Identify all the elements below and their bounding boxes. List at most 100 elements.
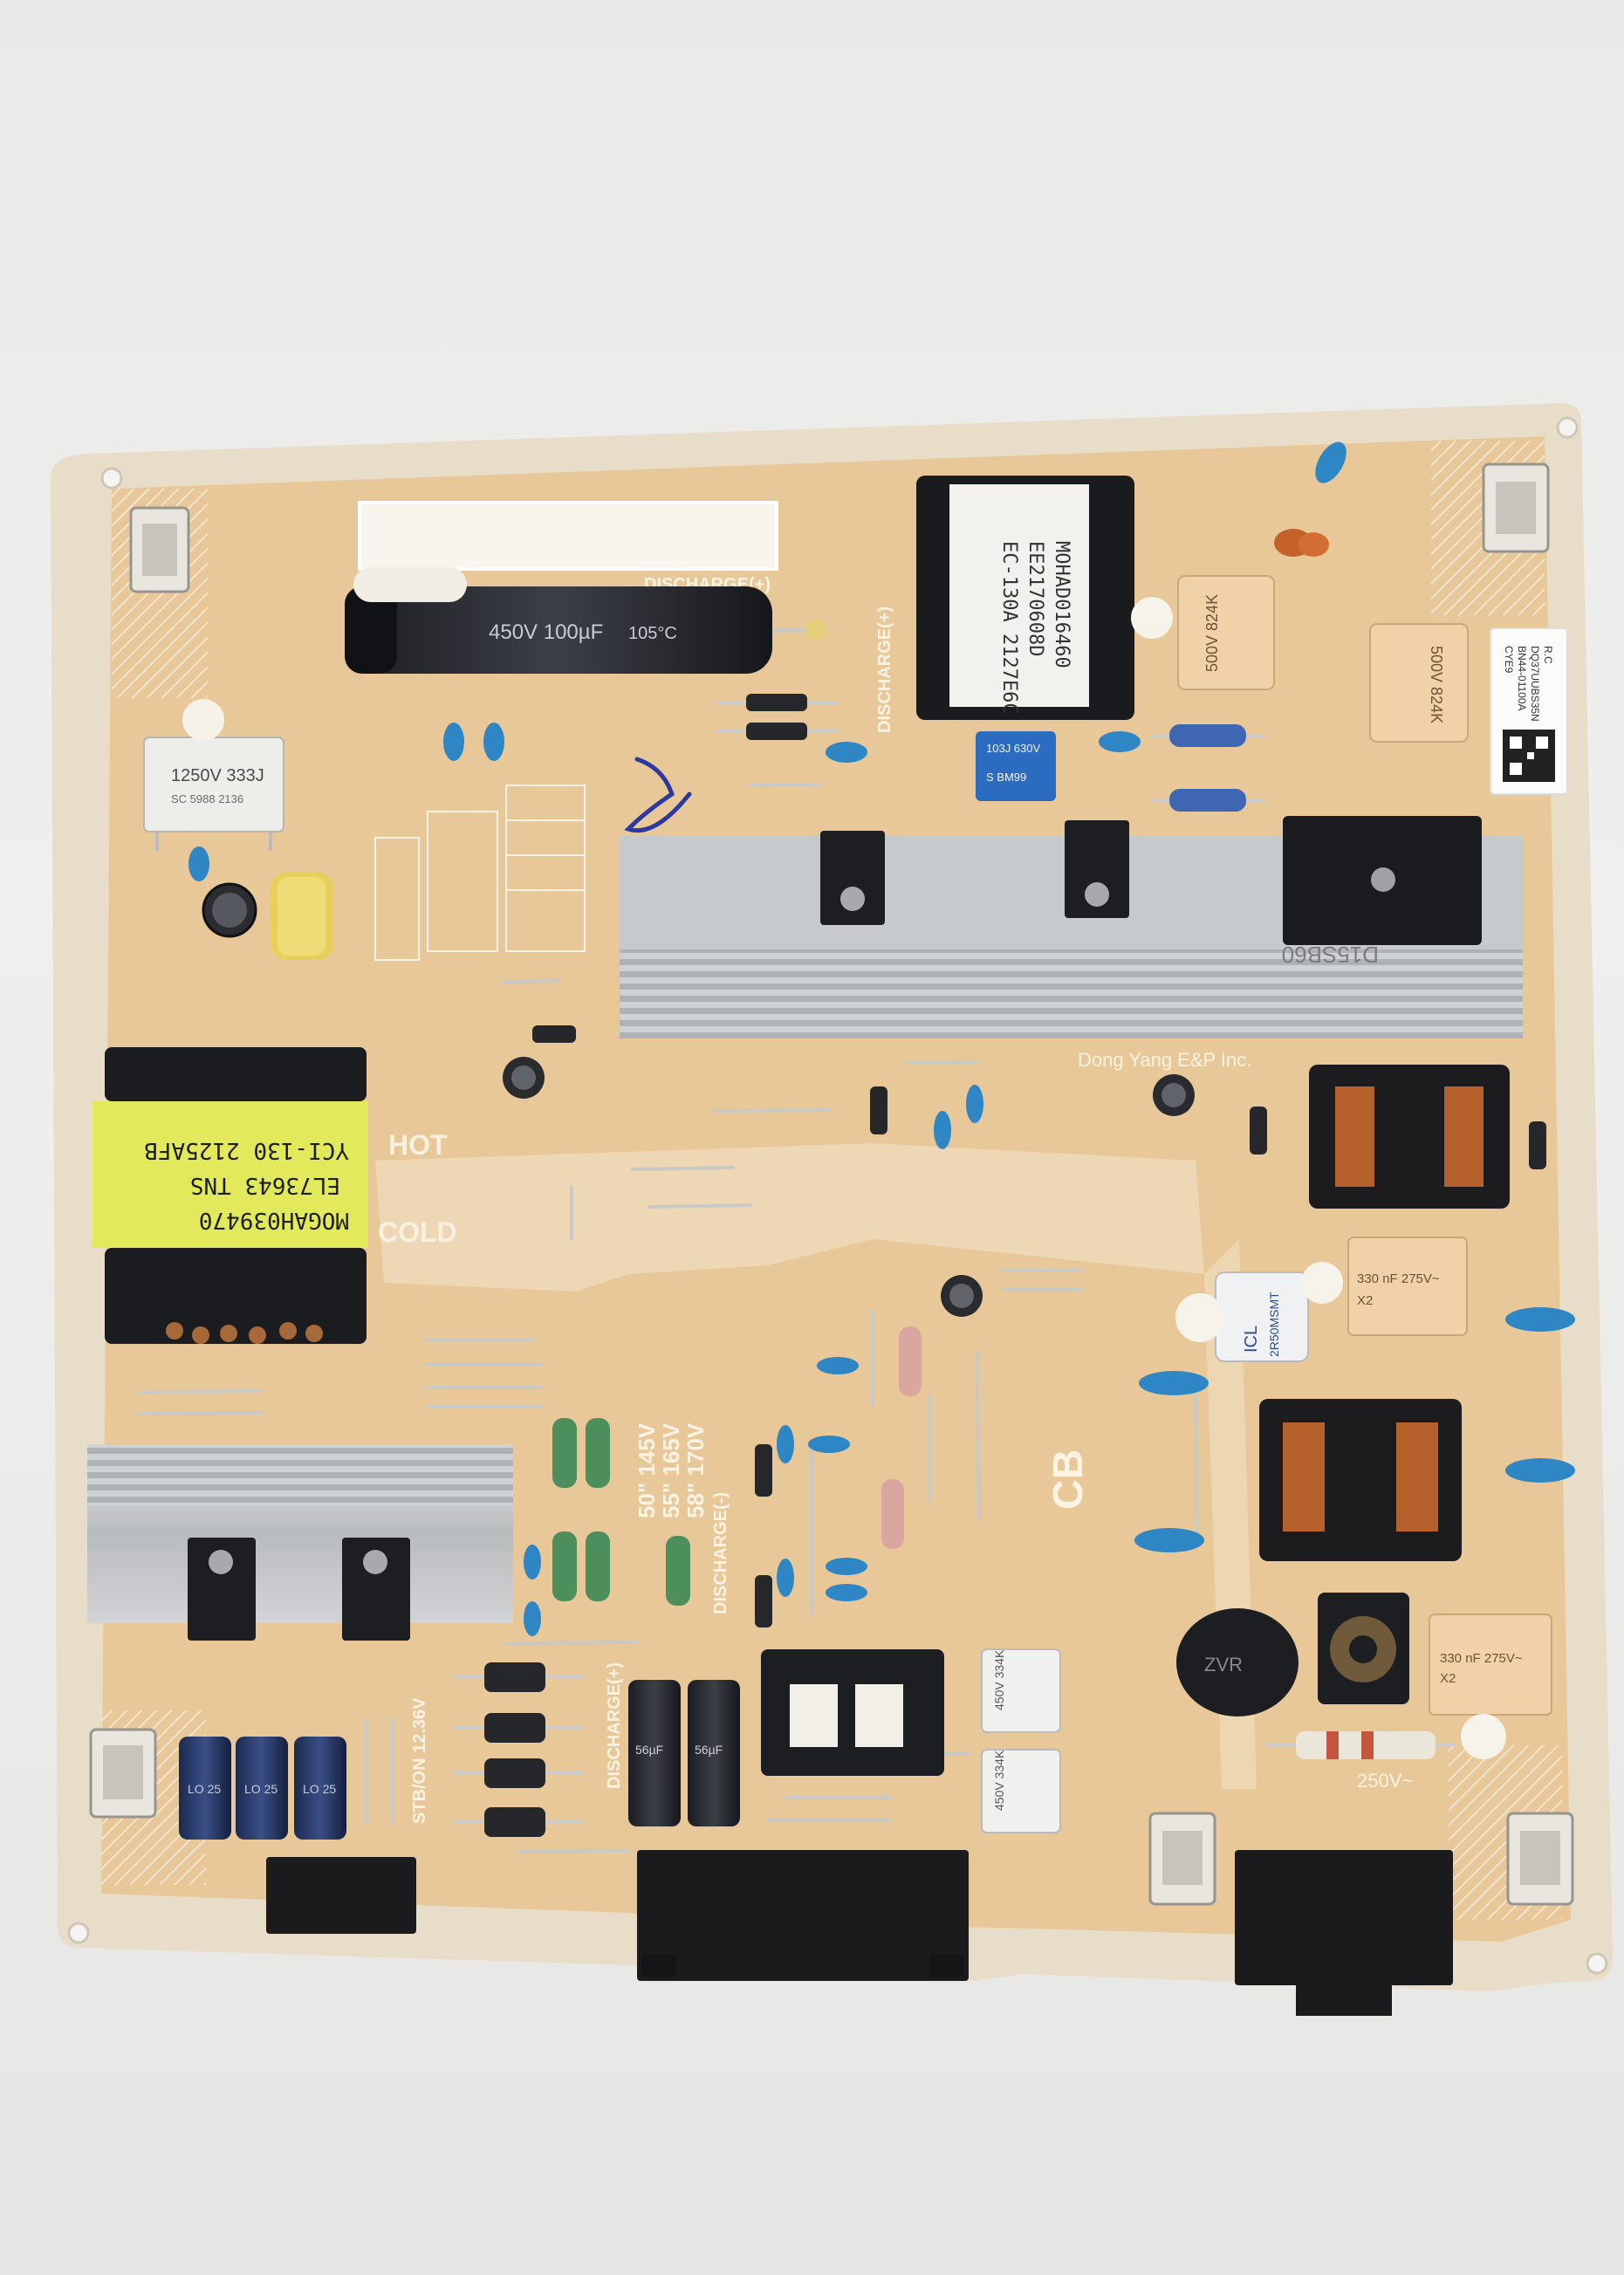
ground-clip-tr: [1482, 463, 1550, 553]
glue-blobs: [1131, 597, 1506, 1759]
transformer-top-line2: EE2170608D: [1024, 541, 1046, 656]
toroid-inductor: [1318, 1593, 1409, 1704]
blue-cap-code: S BM99: [986, 771, 1026, 784]
mosfet-2: [1065, 820, 1129, 918]
film-cap-left-code: SC 5988 2136: [171, 792, 243, 805]
blue-cap-rating: 103J 630V: [986, 742, 1040, 755]
silk-discharge-vertical: DISCHARGE(+): [875, 606, 894, 733]
zvr-varistor: ZVR: [1176, 1608, 1299, 1717]
ground-clip-br: [1506, 1812, 1574, 1906]
blue-film-capacitor: 103J 630V S BM99: [976, 731, 1056, 801]
connector-main: [637, 1850, 969, 1981]
electrolytic-yellow: [271, 873, 333, 960]
electrolytic-small-left: [202, 882, 257, 938]
output-cap-4: 56µF: [628, 1680, 681, 1826]
mosfet-1: [820, 831, 885, 925]
bulk-cap-temp: 105°C: [628, 624, 677, 643]
transformer-main-line3: YCI-130 2125AFB: [144, 1137, 349, 1163]
choke-2: [1259, 1399, 1462, 1561]
silk-voltage-1: 50" 145V: [634, 1422, 660, 1518]
x-capacitor-2: 330 nF 275V~ X2: [1429, 1614, 1552, 1716]
film-capacitor-mid: 500V 824K: [1177, 575, 1275, 690]
film-capacitor-left: 1250V 333J SC 5988 2136: [143, 737, 284, 851]
bridge-label: D15SB60: [1282, 942, 1379, 968]
x-capacitor-1: 330 nF 275V~ X2: [1347, 1237, 1468, 1336]
silk-hot: HOT: [388, 1129, 448, 1161]
transformer-top-line3: EC-130A 2127E6C: [998, 541, 1020, 715]
small-diodes: [532, 1025, 1546, 1627]
bulk-capacitor: 450V 100µF 105°C: [345, 567, 826, 674]
x-cap-2-class: X2: [1440, 1671, 1456, 1686]
output-cap-5-label: 56µF: [695, 1743, 723, 1757]
output-cap-1-label: LO 25: [188, 1782, 221, 1796]
handwritten-mark: [624, 757, 692, 833]
mount-hole-br: [1586, 1952, 1608, 1975]
zvr-label: ZVR: [1204, 1654, 1243, 1675]
x-cap-1-class: X2: [1357, 1293, 1373, 1308]
silk-voltage-2: 55" 165V: [658, 1422, 684, 1518]
sticker-line3: DQ37UUBS35N: [1529, 646, 1541, 722]
heatsink-secondary: [87, 1444, 513, 1623]
sticker-line4: R.C: [1542, 646, 1554, 664]
output-cap-4-label: 56µF: [635, 1743, 663, 1757]
silk-cb: CB: [1045, 1449, 1092, 1510]
silk-discharge-minus: DISCHARGE(-): [711, 1492, 730, 1614]
mount-hole-bl: [67, 1922, 90, 1944]
output-cap-2-label: LO 25: [244, 1782, 278, 1796]
film-cap-mid-rating: 500V 824K: [1203, 594, 1221, 672]
icl-thermistor: ICL 2R50MSMT: [1215, 1271, 1309, 1362]
output-cap-3: LO 25: [294, 1737, 346, 1840]
connector-small: [266, 1857, 416, 1934]
sticker-line1: CYE9: [1503, 646, 1515, 674]
transformer-top: MOHAD016460 EE2170608D EC-130A 2127E6C: [916, 476, 1134, 720]
output-cap-5: 56µF: [688, 1680, 740, 1826]
icl-part: 2R50MSMT: [1267, 1292, 1281, 1357]
output-cap-3-label: LO 25: [303, 1782, 336, 1796]
small-cap-2-label: 450V 334K: [992, 1750, 1006, 1811]
silk-stby: STB/ON 12.36V: [410, 1697, 429, 1824]
silk-cold: COLD: [378, 1216, 457, 1248]
ground-clip-tl: [129, 506, 190, 593]
connector-ac: [1235, 1850, 1453, 2016]
transformer-top-line1: MOHAD016460: [1051, 541, 1072, 668]
output-inductor: [761, 1649, 944, 1776]
ground-clip-bm: [1148, 1812, 1216, 1906]
sticker-line2: BN44-01100A: [1516, 646, 1528, 711]
jumper-wires: [138, 783, 1199, 1854]
resistors-green: [552, 1418, 690, 1606]
icl-label: ICL: [1242, 1326, 1261, 1353]
silk-table: [374, 785, 586, 961]
silk-voltage-3: 58" 170V: [682, 1422, 709, 1518]
output-cap-1: LO 25: [179, 1737, 231, 1840]
small-film-cap-2: 450V 334K: [981, 1749, 1061, 1833]
small-film-cap-1: 450V 334K: [981, 1648, 1061, 1733]
fuse: [1265, 1731, 1457, 1759]
bulk-cap-rating: 450V 100µF: [489, 620, 603, 644]
film-cap-left-rating: 1250V 333J: [171, 766, 264, 785]
ground-clip-bl: [89, 1728, 157, 1819]
bridge-rectifier: D15SB60: [1282, 816, 1482, 968]
small-cap-1-label: 450V 334K: [992, 1649, 1006, 1710]
diodes-top: [716, 694, 838, 740]
rectifier-1: [188, 1538, 256, 1641]
ceramic-caps-top: [1274, 442, 1346, 557]
mount-hole-tl: [100, 467, 123, 490]
diodes-output: [454, 1662, 585, 1837]
rectifier-2: [342, 1538, 410, 1641]
isolation-zone: [375, 1143, 1204, 1292]
silk-maker: Dong Yang E&P Inc.: [1078, 1049, 1251, 1071]
resistors-blue: [1152, 724, 1265, 812]
output-cap-2: LO 25: [236, 1737, 288, 1840]
ceramic-caps-blue: [188, 723, 1575, 1636]
transformer-main-line2: EL73643 TNS: [190, 1172, 340, 1198]
x-cap-1-rating: 330 nF 275V~: [1357, 1271, 1440, 1286]
resistors-pink: [881, 1326, 922, 1549]
film-capacitor-right: 500V 824K: [1369, 623, 1469, 743]
transformer-main-line1: MOGAH039470: [199, 1207, 349, 1233]
rubber-blob: [182, 699, 224, 741]
silk-ac-input: 250V~: [1357, 1770, 1413, 1792]
cutout-slot: [358, 501, 778, 571]
transformer-main: MOGAH039470 EL73643 TNS YCI-130 2125AFB: [93, 1047, 368, 1344]
mount-hole-tr: [1556, 416, 1579, 439]
